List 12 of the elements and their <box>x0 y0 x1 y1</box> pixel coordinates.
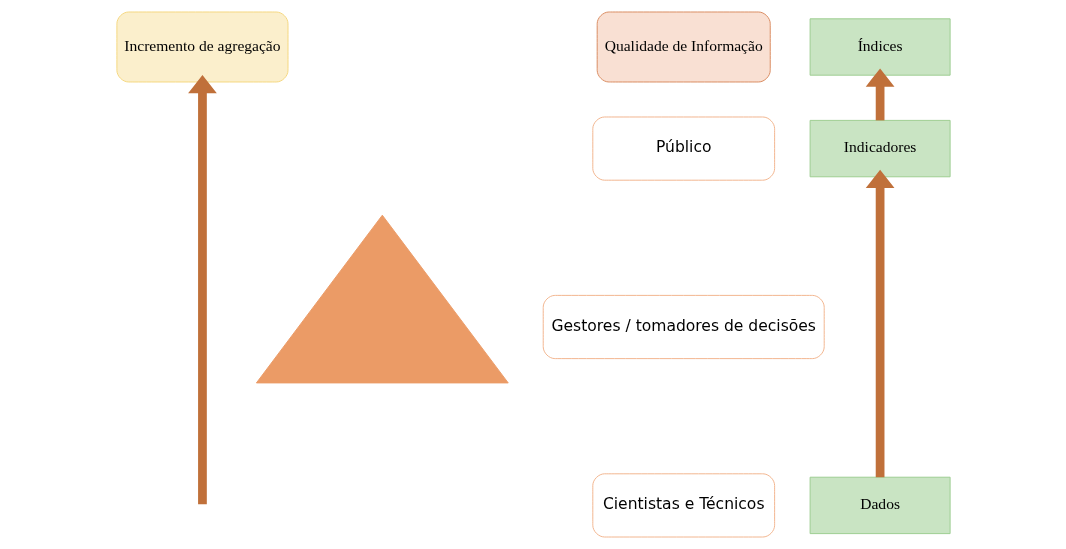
node-triangle <box>255 214 509 384</box>
node-box: Dados <box>809 476 951 535</box>
arrow <box>865 68 894 121</box>
node-box: Indicadores <box>809 119 951 178</box>
node-box: Qualidade de Informação <box>596 11 771 83</box>
node-box: Cientistas e Técnicos <box>591 473 775 538</box>
node-box: Gestores / tomadores de decisões <box>542 294 825 360</box>
node-box: Público <box>591 116 775 181</box>
node-box: Índices <box>809 18 951 76</box>
arrow <box>865 169 894 478</box>
node-box: Incremento de agregação <box>115 11 288 83</box>
arrow <box>187 75 217 505</box>
